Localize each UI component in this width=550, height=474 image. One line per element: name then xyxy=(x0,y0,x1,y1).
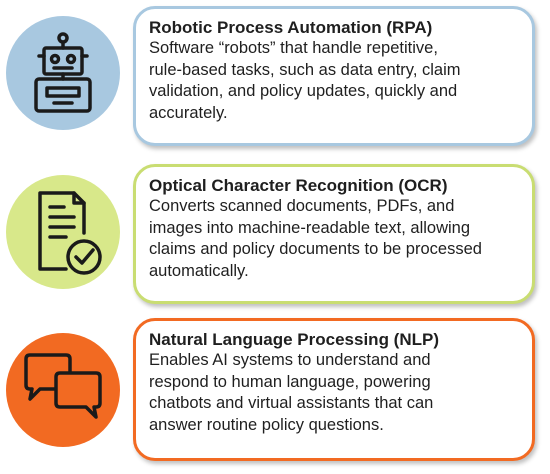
ocr-card: Optical Character Recognition (OCR) Conv… xyxy=(133,164,535,304)
nlp-icon-circle xyxy=(6,333,120,447)
ocr-line: Converts scanned documents, PDFs, and xyxy=(149,197,455,215)
nlp-line: respond to human language, powering xyxy=(149,372,431,391)
rpa-line: accurately. xyxy=(149,103,228,122)
chat-bubbles-icon xyxy=(24,353,102,419)
rpa-description: Software “robots” that handle repetitive… xyxy=(149,38,522,124)
ocr-line: claims and policy documents to be proces… xyxy=(149,240,482,258)
rpa-title: Robotic Process Automation (RPA) xyxy=(149,18,433,37)
rpa-line: validation, and policy updates, quickly … xyxy=(149,82,458,100)
rpa-icon-circle xyxy=(6,16,120,130)
ocr-title: Optical Character Recognition (OCR) xyxy=(149,176,448,195)
rpa-line: Software “robots” that handle repetitive… xyxy=(149,39,438,57)
ocr-icon-circle xyxy=(6,175,120,289)
nlp-line: Enables AI systems to understand and xyxy=(149,351,431,369)
rpa-line: rule-based tasks, such as data entry, cl… xyxy=(149,60,461,79)
ocr-line: images into machine-readable text, allow… xyxy=(149,218,471,237)
robot-icon xyxy=(34,32,92,113)
nlp-description: Enables AI systems to understand and res… xyxy=(149,350,522,436)
ocr-line: automatically. xyxy=(149,261,249,280)
nlp-line: chatbots and virtual assistants that can xyxy=(149,394,434,412)
document-check-icon xyxy=(38,191,102,275)
ocr-description: Converts scanned documents, PDFs, and im… xyxy=(149,196,522,282)
nlp-line: answer routine policy questions. xyxy=(149,415,384,434)
rpa-card: Robotic Process Automation (RPA) Softwar… xyxy=(133,6,535,146)
nlp-title: Natural Language Processing (NLP) xyxy=(149,330,439,349)
nlp-card: Natural Language Processing (NLP) Enable… xyxy=(133,318,535,461)
